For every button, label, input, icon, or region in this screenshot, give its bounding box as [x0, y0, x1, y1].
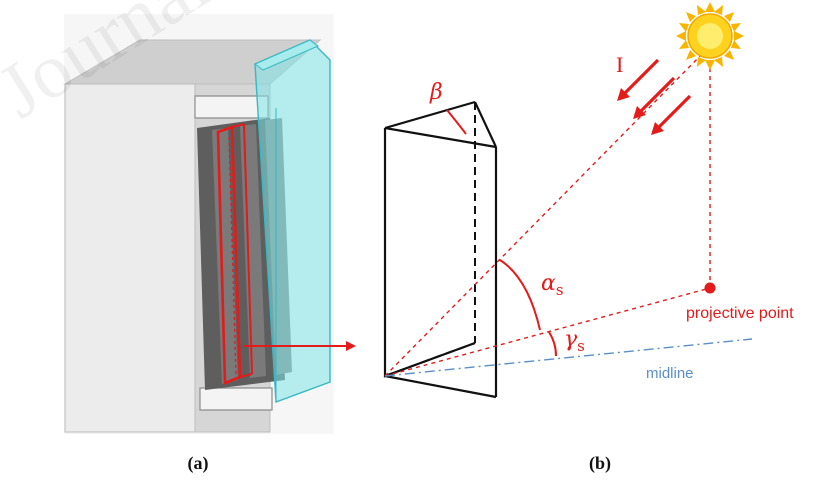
projection-line: [384, 287, 711, 377]
bottom-hidden-edge: [384, 342, 476, 377]
irradiance-arrowhead-1: [617, 88, 630, 101]
bottom-edge: [384, 374, 497, 399]
sun-icon: [676, 2, 744, 70]
caption-a: (a): [188, 453, 209, 474]
red-frame-bottom-edge: [239, 373, 253, 378]
red-frame-hidden-edge: [228, 136, 237, 377]
top-edge-side: [474, 101, 497, 148]
left-leaf: [383, 128, 476, 378]
midline-label: midline: [646, 365, 694, 382]
irradiance-arrow-3: [656, 94, 692, 130]
glass-panel-top: [254, 39, 319, 71]
box-front-face: [64, 83, 196, 433]
irradiance-arrow-1: [622, 58, 660, 96]
caption-b: (b): [589, 453, 611, 474]
irradiance-label: I: [616, 52, 623, 77]
lower-slot: [199, 387, 273, 411]
irradiance-arrowhead-2: [633, 106, 646, 119]
gamma-label: γs: [564, 327, 585, 355]
panel-a-building-model: Journal: [0, 0, 356, 434]
alpha-arc: [499, 259, 541, 331]
gamma-arc: [548, 331, 557, 357]
section-arrow-head: [346, 341, 356, 351]
top-edge-back: [384, 100, 476, 130]
top-edge-front: [384, 126, 497, 149]
projective-point-label: projective point: [686, 305, 794, 322]
irradiance-arrow-2: [638, 76, 676, 114]
panel-b-geometry: β projective point αs γs midline I: [383, 2, 794, 399]
projective-point-marker: [704, 282, 716, 294]
beta-label: β: [429, 80, 443, 105]
irradiance-arrowhead-3: [651, 122, 664, 135]
midline: [384, 338, 753, 377]
alpha-label: αs: [541, 271, 564, 299]
red-frame-top-edge: [231, 123, 245, 128]
red-frame-right-edge: [243, 123, 253, 375]
irradiance-arrows: [617, 58, 692, 135]
beta-arc: [446, 109, 467, 135]
